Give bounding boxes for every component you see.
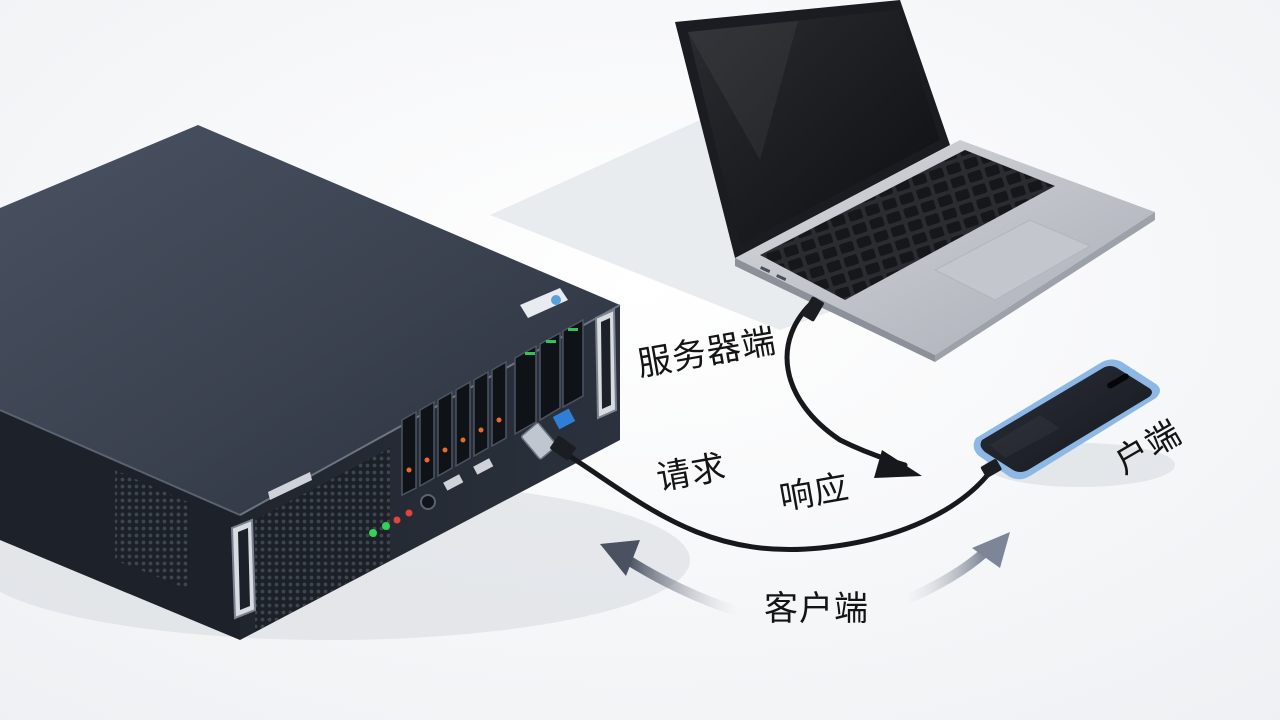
laptop-trackpad — [933, 219, 1092, 301]
ethernet-cable — [557, 447, 993, 552]
left-arrow-head-icon — [600, 540, 640, 576]
laptop-base — [735, 140, 1155, 355]
cable-connectors — [520, 296, 1002, 478]
usb-c-port — [760, 266, 771, 274]
phone-screen — [980, 366, 1152, 472]
power-button-icon — [420, 494, 436, 510]
red-led-icon — [405, 509, 413, 517]
dynamic-island-icon — [1107, 373, 1129, 389]
server-top-panel — [0, 125, 620, 515]
red-led-icon — [393, 516, 401, 524]
drive-bays — [401, 318, 584, 497]
server-vent-grille — [255, 448, 390, 632]
rack-server — [0, 125, 621, 640]
right-arrow-head-icon — [972, 532, 1010, 568]
response-arrow — [900, 532, 1010, 605]
green-led-icon — [382, 522, 390, 530]
smartphone — [973, 359, 1160, 480]
usb-port — [473, 458, 494, 475]
response-arrow-head-icon — [874, 450, 922, 478]
usb-c-port — [776, 274, 787, 282]
laptop — [675, 0, 1155, 362]
usb-port — [443, 474, 464, 491]
ethernet-port — [552, 408, 576, 430]
green-led-icon — [369, 529, 377, 537]
logo-icon — [551, 295, 561, 305]
drive-activity-leds — [406, 417, 502, 473]
rack-handle-right — [594, 308, 618, 420]
request-arrow — [600, 540, 745, 617]
client-label: 客户端 — [764, 589, 869, 629]
rack-handle-left — [230, 518, 257, 620]
laptop-keyboard — [760, 150, 1055, 300]
